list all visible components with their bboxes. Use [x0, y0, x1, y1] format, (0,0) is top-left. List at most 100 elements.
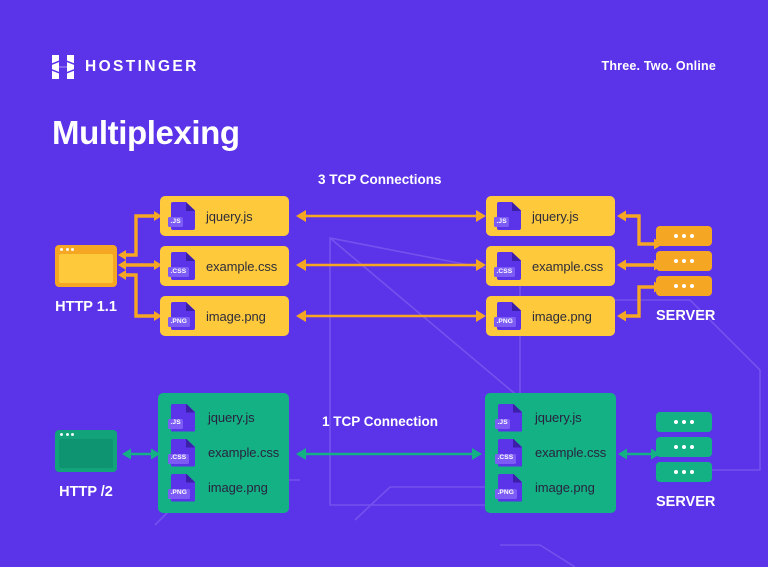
server-bar: [656, 412, 712, 432]
mux-file-row[interactable]: .JS jquery.js: [495, 400, 616, 435]
server-label-http11: SERVER: [656, 308, 716, 324]
file-extension-badge: .CSS: [168, 453, 189, 464]
brand-logo: HOSTINGER: [52, 55, 199, 79]
server-dot: [682, 445, 686, 449]
server-bar: [656, 437, 712, 457]
file-js-icon: .JS: [168, 202, 195, 230]
server-dot: [690, 445, 694, 449]
page-title: Multiplexing: [52, 114, 240, 151]
file-extension-badge: .JS: [495, 418, 511, 429]
brand-tagline: Three. Two. Online: [601, 59, 716, 73]
file-js-icon: .JS: [495, 403, 522, 432]
file-name: example.css: [532, 258, 604, 274]
client-http11: HTTP 1.1: [55, 245, 117, 315]
mux-server-connector-http2: [618, 448, 660, 460]
file-css-icon: .CSS: [495, 438, 522, 467]
file-name: image.png: [535, 480, 595, 495]
mux-file-row[interactable]: .PNG image.png: [495, 470, 616, 505]
file-name: image.png: [206, 308, 266, 324]
server-http11: SERVER: [656, 226, 715, 324]
browser-dot: [60, 248, 63, 251]
server-dot: [682, 420, 686, 424]
server-label-http2: SERVER: [656, 494, 716, 510]
server-dot: [674, 259, 678, 263]
file-card[interactable]: .PNG image.png: [160, 296, 289, 336]
brand-name: HOSTINGER: [85, 58, 199, 76]
file-extension-badge: .JS: [168, 217, 184, 227]
mux-file-row[interactable]: .CSS example.css: [495, 435, 616, 470]
server-dot: [690, 420, 694, 424]
file-card[interactable]: .JS jquery.js: [486, 196, 615, 236]
file-fold-corner: [186, 473, 195, 483]
connection-label-http2: 1 TCP Connection: [322, 414, 439, 429]
file-name: jquery.js: [206, 208, 253, 224]
file-extension-badge: .PNG: [494, 317, 516, 327]
file-extension-badge: .PNG: [168, 488, 190, 499]
server-stack-icon: [656, 412, 715, 482]
browser-dot: [65, 248, 69, 251]
browser-dot: [60, 433, 63, 436]
file-card[interactable]: .CSS example.css: [486, 246, 615, 286]
file-name: image.png: [532, 308, 592, 324]
file-fold-corner: [186, 252, 195, 261]
file-name: example.css: [535, 445, 607, 460]
file-js-icon: .JS: [494, 202, 521, 230]
file-extension-badge: .JS: [168, 418, 184, 429]
browser-viewport: [59, 254, 113, 283]
multiplexed-stream-right[interactable]: .JS jquery.js .CSS example.css .PNG imag…: [485, 393, 616, 513]
server-dot: [690, 284, 694, 288]
file-name: jquery.js: [532, 208, 579, 224]
file-extension-badge: .CSS: [495, 453, 516, 464]
server-dot: [674, 284, 678, 288]
hostinger-h-logo-icon: [52, 55, 74, 79]
browser-dot: [71, 433, 74, 436]
server-bar: [656, 251, 712, 271]
server-bar: [656, 226, 712, 246]
file-card[interactable]: .JS jquery.js: [160, 196, 289, 236]
server-dot: [674, 234, 678, 238]
server-dot: [682, 470, 686, 474]
file-extension-badge: .JS: [494, 217, 510, 227]
server-dot: [690, 259, 694, 263]
file-fold-corner: [186, 302, 195, 311]
tcp-connection-arrows-http11: [296, 210, 486, 322]
file-fold-corner: [186, 202, 195, 211]
server-dot: [690, 234, 694, 238]
file-name: example.css: [206, 258, 278, 274]
file-css-icon: .CSS: [168, 438, 195, 467]
file-png-icon: .PNG: [495, 473, 522, 502]
browser-dot: [65, 433, 69, 436]
client-mux-connector-http2: [122, 448, 160, 460]
tcp-connection-arrow-http2: [296, 448, 482, 460]
mux-file-row[interactable]: .CSS example.css: [168, 435, 289, 470]
server-dot: [682, 284, 686, 288]
server-dot: [674, 420, 678, 424]
server-bar: [656, 276, 712, 296]
multiplexed-stream-left[interactable]: .JS jquery.js .CSS example.css .PNG imag…: [158, 393, 289, 513]
server-dot: [682, 234, 686, 238]
file-card[interactable]: .PNG image.png: [486, 296, 615, 336]
file-css-icon: .CSS: [494, 252, 521, 280]
mux-file-row[interactable]: .JS jquery.js: [168, 400, 289, 435]
server-bar: [656, 462, 712, 482]
file-png-icon: .PNG: [494, 302, 521, 330]
client-label-http11: HTTP 1.1: [55, 299, 117, 315]
browser-window-icon: [55, 430, 117, 472]
server-dot: [682, 259, 686, 263]
server-dot: [674, 470, 678, 474]
file-extension-badge: .CSS: [168, 267, 189, 277]
browser-titlebar: [55, 430, 117, 439]
client-label-http2: HTTP /2: [59, 484, 113, 500]
file-extension-badge: .CSS: [494, 267, 515, 277]
connection-label-http11: 3 TCP Connections: [318, 172, 442, 187]
browser-dot: [71, 248, 74, 251]
mux-file-row[interactable]: .PNG image.png: [168, 470, 289, 505]
file-css-icon: .CSS: [168, 252, 195, 280]
server-http2: SERVER: [656, 412, 715, 510]
file-png-icon: .PNG: [168, 302, 195, 330]
file-card[interactable]: .CSS example.css: [160, 246, 289, 286]
file-extension-badge: .PNG: [168, 317, 190, 327]
browser-titlebar: [55, 245, 117, 254]
file-name: image.png: [208, 480, 268, 495]
client-http2: HTTP /2: [55, 430, 117, 500]
